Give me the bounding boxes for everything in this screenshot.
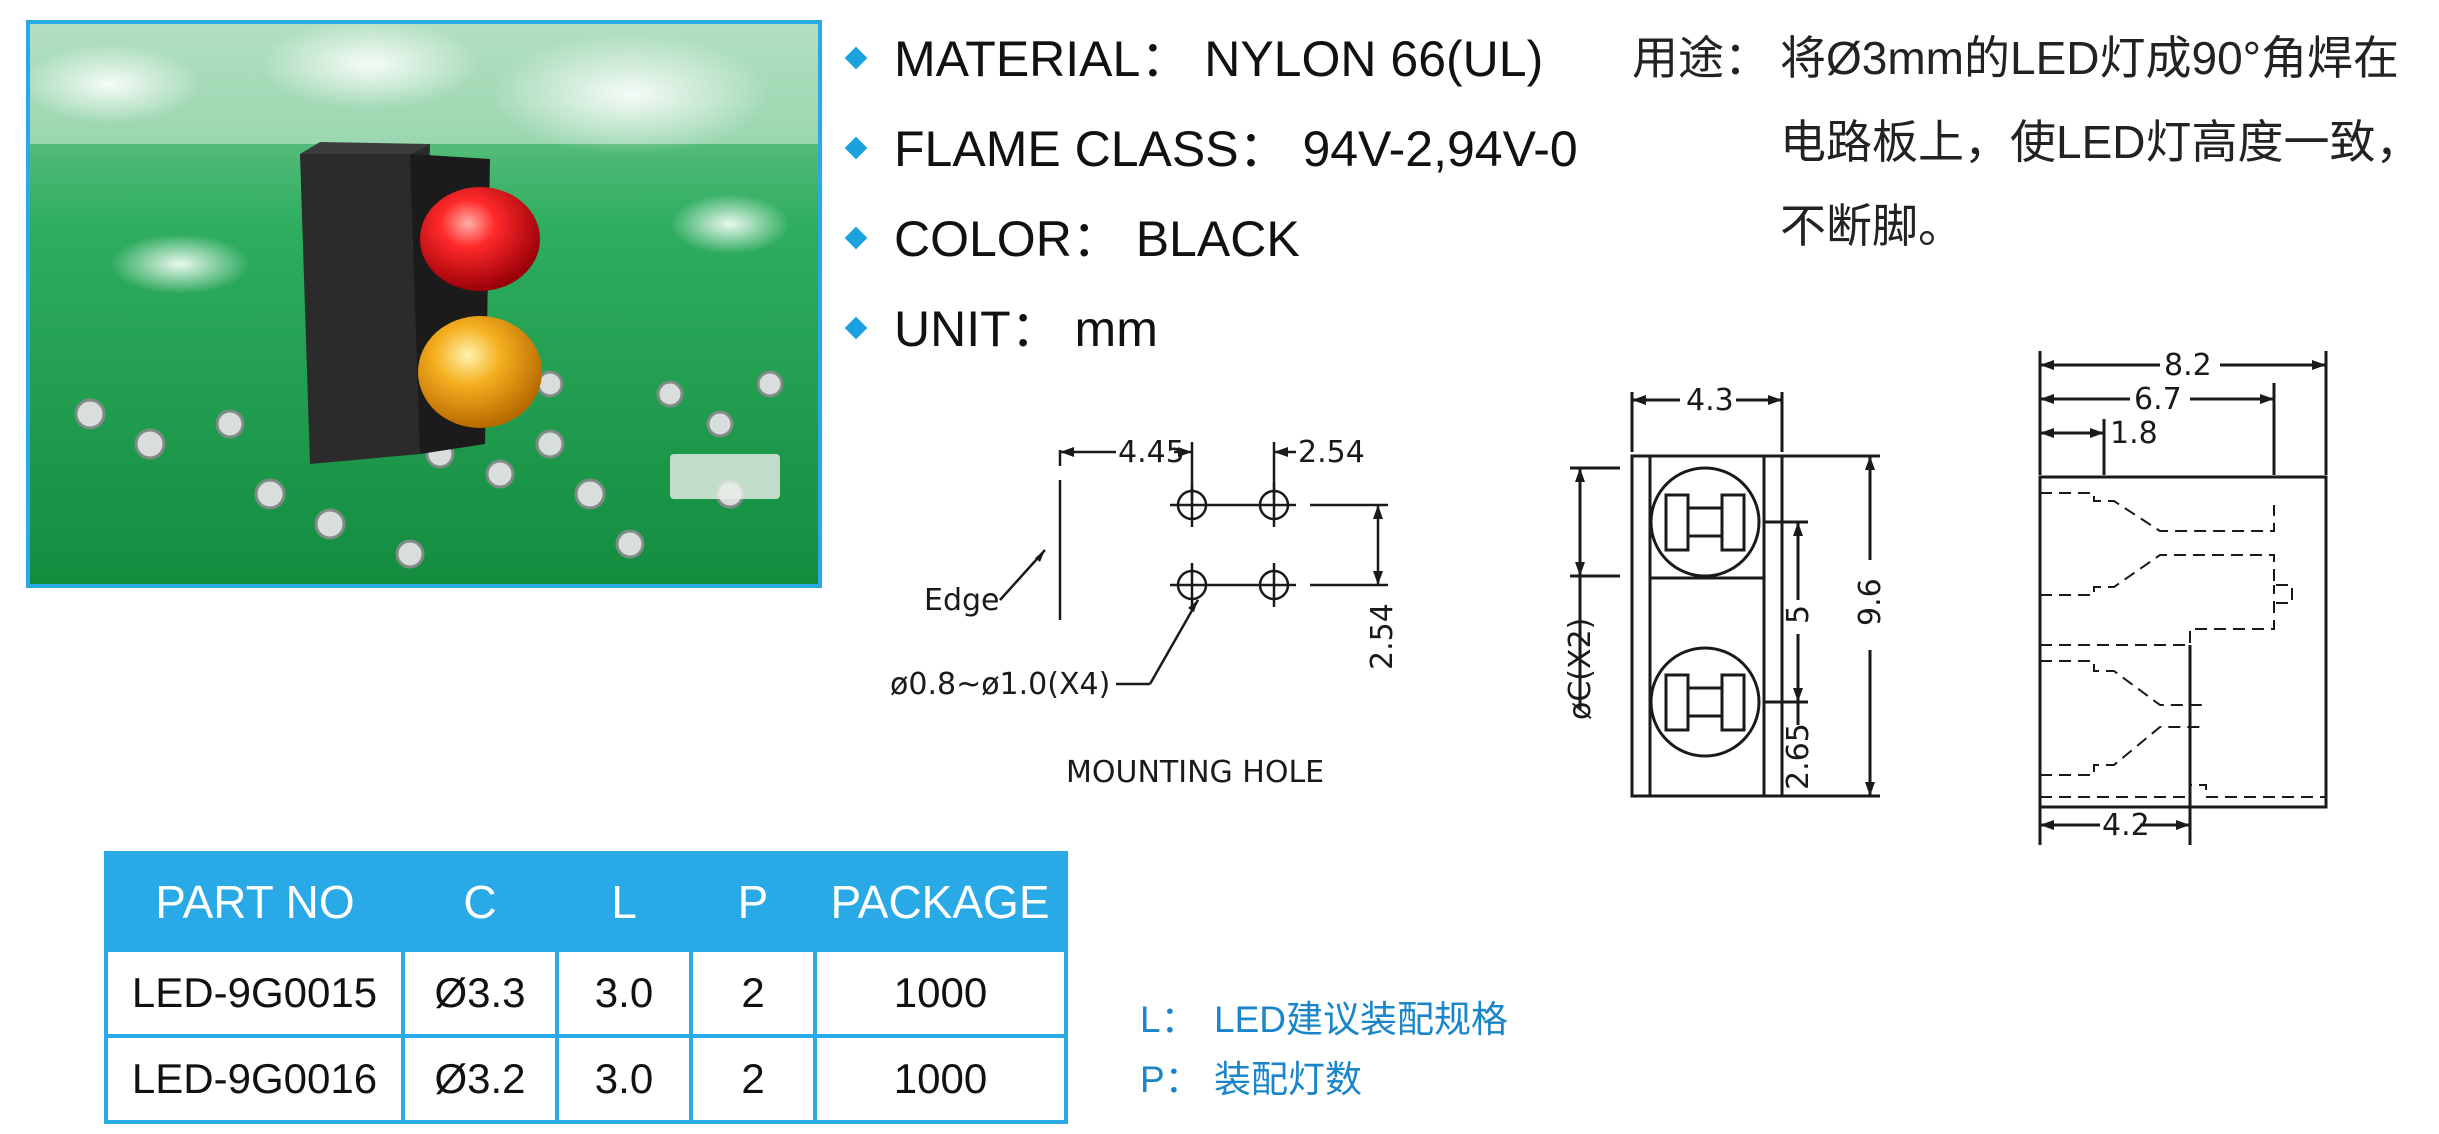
- table-row: LED-9G0015 Ø3.3 3.0 2 1000: [104, 948, 1068, 1038]
- spec-list: MATERIAL： NYLON 66(UL) FLAME CLASS： 94V-…: [840, 28, 1620, 388]
- front-view-drawing: 4.3 9.6 5 2.65 øC(X2): [1540, 380, 1940, 810]
- table-notes: L： LED建议装配规格 P： 装配灯数: [1140, 990, 1508, 1110]
- cell-l: 3.0: [555, 1034, 693, 1124]
- cell-l: 3.0: [555, 948, 693, 1038]
- spec-unit: UNIT： mm: [840, 298, 1620, 388]
- diamond-bullet-icon: [844, 226, 868, 250]
- mounting-hole-drawing: 4.45 2.54 2.54 Edge ø0.8~ø1.0(X4) MOUNTI…: [880, 420, 1420, 800]
- dim-length-8-2: 8.2: [2164, 348, 2212, 383]
- header-part-no: PART NO: [105, 853, 403, 950]
- dim-height-9-6: 9.6: [1853, 578, 1888, 626]
- edge-label: Edge: [924, 583, 1000, 618]
- note-text: 装配灯数: [1214, 1059, 1362, 1100]
- dim-4-2: 4.2: [2102, 808, 2150, 843]
- usage-line: 不断脚。: [1780, 200, 1964, 252]
- note-key: P：: [1140, 1059, 1202, 1100]
- side-view-svg: 8.2 6.7 1.8 4.2: [2038, 348, 2328, 845]
- dim-2-54-vertical: 2.54: [1365, 603, 1400, 670]
- product-photo: [26, 20, 822, 588]
- dim-diameter-c: øC(X2): [1563, 618, 1598, 720]
- dim-4-45: 4.45: [1118, 435, 1185, 470]
- table-header-row: PART NO C L P PACKAGE: [105, 853, 1066, 950]
- note-text: LED建议装配规格: [1214, 999, 1508, 1040]
- side-view-drawing: 8.2 6.7 1.8 4.2: [2020, 345, 2340, 865]
- mounting-hole-svg: 4.45 2.54 2.54 Edge ø0.8~ø1.0(X4) MOUNTI…: [890, 435, 1400, 790]
- usage-label: 用途：: [1632, 32, 1770, 84]
- spec-color: COLOR： BLACK: [840, 208, 1620, 298]
- cell-p: 2: [689, 948, 817, 1038]
- cell-part-no: LED-9G0016: [104, 1034, 405, 1124]
- dim-2-65: 2.65: [1781, 723, 1816, 790]
- header-l: L: [556, 853, 691, 950]
- usage-line: 将Ø3mm的LED灯成90°角焊在: [1780, 32, 2400, 84]
- usage-text: 将Ø3mm的LED灯成90°角焊在 电路板上，使LED灯高度一致， 不断脚。: [1780, 26, 2430, 278]
- header-c: C: [402, 853, 557, 950]
- mounting-hole-caption: MOUNTING HOLE: [1066, 755, 1324, 790]
- diamond-bullet-icon: [844, 46, 868, 70]
- usage-line: 电路板上，使LED灯高度一致，: [1780, 116, 2422, 168]
- parts-table: PART NO C L P PACKAGE LED-9G0015 Ø3.3 3.…: [104, 851, 1068, 1124]
- photo-pcb-led-holder: [30, 24, 818, 584]
- note-key: L：: [1140, 999, 1198, 1040]
- hole-diameter-label: ø0.8~ø1.0(X4): [890, 667, 1110, 702]
- cell-package: 1000: [813, 1034, 1068, 1124]
- note-l: L： LED建议装配规格: [1140, 990, 1508, 1050]
- dim-1-8: 1.8: [2110, 416, 2158, 451]
- cell-package: 1000: [813, 948, 1068, 1038]
- cell-part-no: LED-9G0015: [104, 948, 405, 1038]
- spec-material: MATERIAL： NYLON 66(UL): [840, 28, 1620, 118]
- dim-6-7: 6.7: [2134, 382, 2182, 417]
- dim-pitch-5: 5: [1781, 605, 1816, 624]
- dim-width-4-3: 4.3: [1686, 383, 1734, 418]
- diamond-bullet-icon: [844, 316, 868, 340]
- note-p: P： 装配灯数: [1140, 1050, 1508, 1110]
- diamond-bullet-icon: [844, 136, 868, 160]
- header-p: P: [690, 853, 815, 950]
- header-package: PACKAGE: [814, 853, 1066, 950]
- table-row: LED-9G0016 Ø3.2 3.0 2 1000: [104, 1034, 1068, 1124]
- dim-2-54-horizontal: 2.54: [1298, 435, 1365, 470]
- cell-c: Ø3.2: [401, 1034, 559, 1124]
- spec-flame-class: FLAME CLASS： 94V-2,94V-0: [840, 118, 1620, 208]
- cell-c: Ø3.3: [401, 948, 559, 1038]
- front-view-svg: 4.3 9.6 5 2.65 øC(X2): [1563, 383, 1888, 798]
- cell-p: 2: [689, 1034, 817, 1124]
